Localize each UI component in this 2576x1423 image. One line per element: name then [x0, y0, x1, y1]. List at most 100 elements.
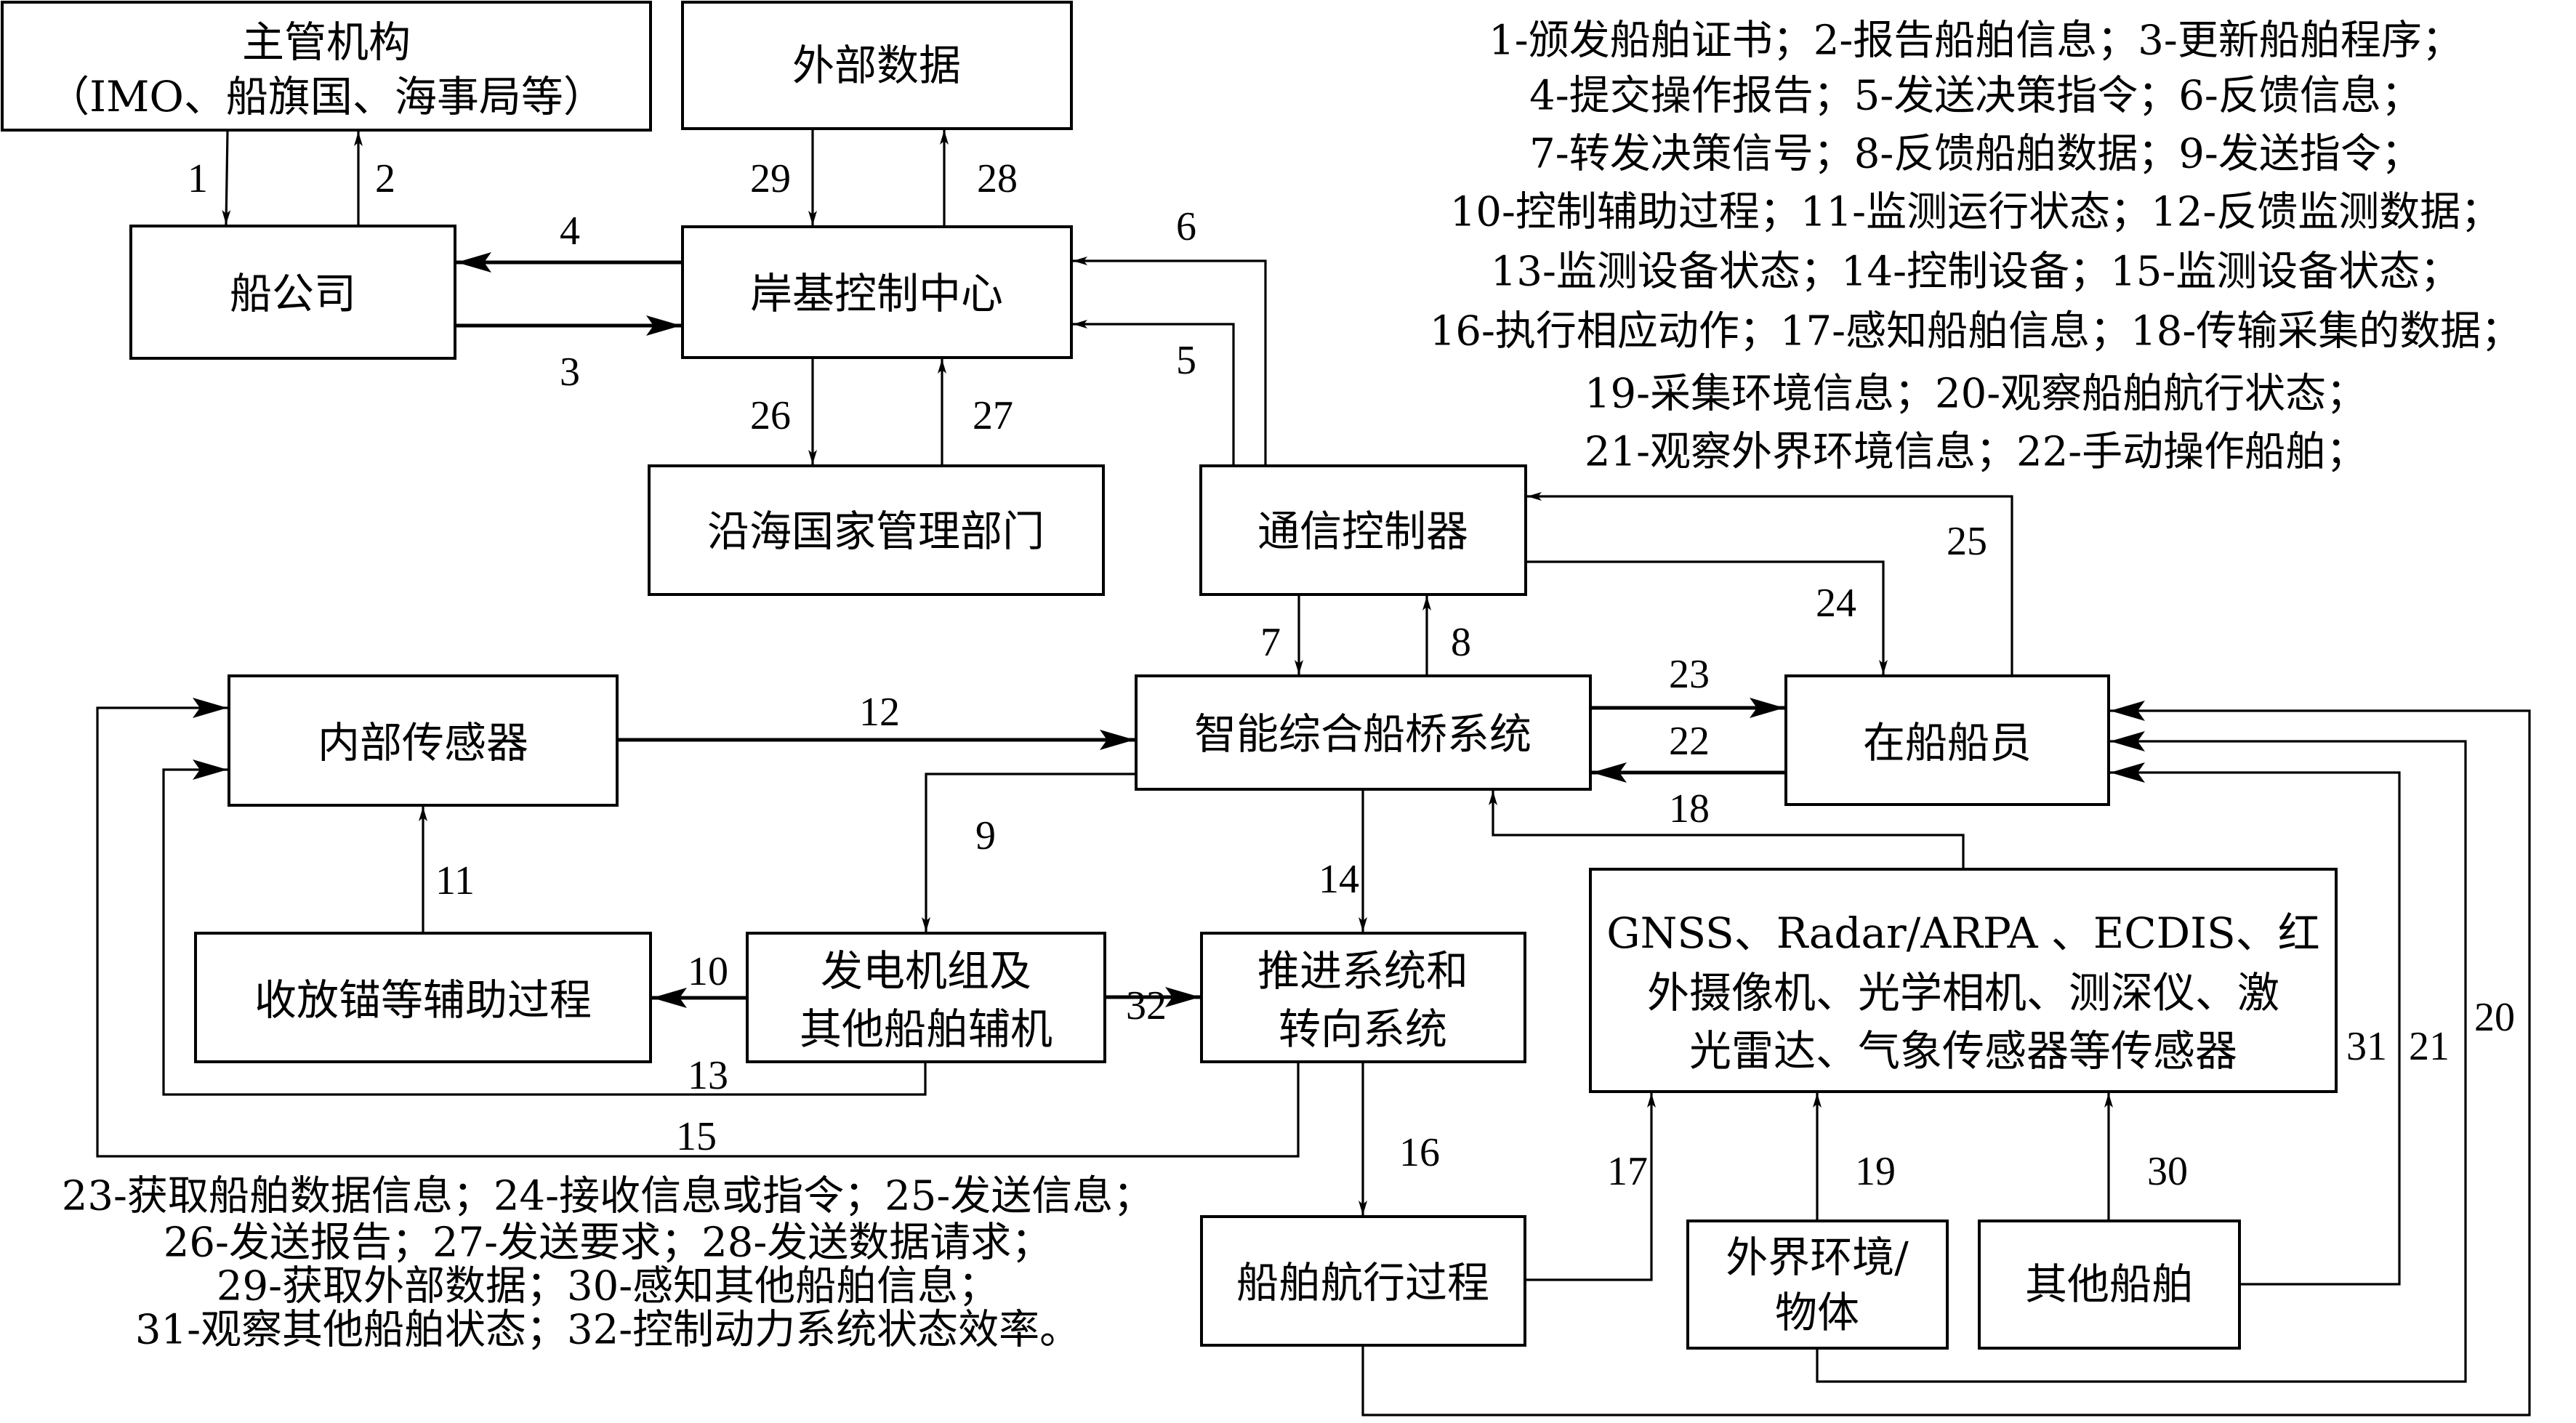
box-environment-line1: 外界环境/	[1726, 1233, 1909, 1282]
box-propulsion-line2: 转向系统	[1279, 1004, 1447, 1054]
legend-top-line: 4-提交操作报告；5-发送决策指令；6-反馈信息；	[1529, 73, 2422, 120]
box-sensors-line3: 光雷达、气象传感器等传感器	[1689, 1026, 2237, 1076]
box-coastal-admin-label: 沿海国家管理部门	[707, 507, 1045, 556]
flow-label-15: 15	[676, 1114, 717, 1159]
box-authority: 主管机构 （IMO、船旗国、海事局等）	[1, 1, 652, 132]
box-environment-line2: 物体	[1775, 1288, 1859, 1337]
box-generator-line1: 发电机组及	[821, 946, 1031, 996]
flow-label-31: 31	[2346, 1024, 2387, 1069]
box-external-data-label: 外部数据	[792, 41, 961, 90]
legend-bottom-line: 26-发送报告；27-发送要求；28-发送数据请求；	[164, 1220, 1052, 1267]
box-external-data: 外部数据	[681, 1, 1073, 130]
box-internal-sensors-label: 内部传感器	[318, 718, 528, 767]
flow-label-25: 25	[1947, 519, 1987, 564]
box-sensors-line1: GNSS、Radar/ARPA 、ECDIS、红	[1606, 908, 2320, 958]
arrow-21	[1816, 731, 2467, 1383]
legend-top-line: 13-监测设备状态；14-控制设备；15-监测设备状态；	[1491, 249, 2461, 296]
flow-label-27: 27	[973, 393, 1013, 438]
flow-label-22: 22	[1669, 719, 1710, 764]
legend-bottom-line: 31-观察其他船舶状态；32-控制动力系统状态效率。	[135, 1307, 1080, 1354]
box-shore-control-center-label: 岸基控制中心	[750, 269, 1003, 318]
flow-label-7: 7	[1260, 620, 1281, 665]
flow-label-21: 21	[2409, 1024, 2450, 1069]
flow-label-3: 3	[560, 350, 580, 395]
legend-top-line: 10-控制辅助过程；11-监测运行状态；12-反馈监测数据；	[1450, 189, 2502, 236]
box-bridge-system-label: 智能综合船桥系统	[1194, 709, 1531, 759]
box-aux-process: 收放锚等辅助过程	[194, 932, 652, 1063]
arrow-1	[222, 131, 231, 225]
box-internal-sensors: 内部传感器	[228, 674, 619, 807]
box-authority-title: 主管机构	[242, 17, 411, 67]
flow-label-10: 10	[688, 949, 728, 994]
box-aux-process-label: 收放锚等辅助过程	[254, 975, 592, 1025]
flow-labels: 1 2 4 3 29 28 26 27 6 5 7 8 25 24 23 22 …	[188, 156, 2515, 1194]
flow-label-4: 4	[560, 209, 580, 254]
box-coastal-admin: 沿海国家管理部门	[648, 464, 1105, 596]
box-navigation-process-label: 船舶航行过程	[1236, 1258, 1489, 1307]
flow-label-11: 11	[435, 858, 475, 903]
arrow-25	[1527, 492, 2013, 676]
legend-bottom-line: 23-获取船舶数据信息；24-接收信息或指令；25-发送信息；	[62, 1173, 1154, 1220]
box-ship-company-label: 船公司	[230, 269, 356, 318]
box-crew-label: 在船船员	[1863, 718, 2032, 767]
legend-bottom: 23-获取船舶数据信息；24-接收信息或指令；25-发送信息； 26-发送报告；…	[62, 1173, 1154, 1354]
flow-label-14: 14	[1319, 857, 1359, 902]
box-comm-controller-label: 通信控制器	[1257, 507, 1468, 556]
arrows	[96, 129, 2531, 1416]
box-generator: 发电机组及 其他船舶辅机	[746, 932, 1106, 1063]
arrow-24	[1526, 560, 1888, 674]
flow-label-2: 2	[375, 156, 395, 201]
arrow-20	[1361, 701, 2531, 1416]
flow-label-18: 18	[1669, 786, 1710, 831]
box-generator-line2: 其他船舶辅机	[800, 1004, 1052, 1054]
box-other-ships-label: 其他船舶	[2025, 1259, 2194, 1309]
arrow-31	[2110, 762, 2401, 1286]
arrow-5	[1073, 320, 1235, 466]
flow-label-28: 28	[977, 156, 1018, 201]
box-propulsion: 推进系统和 转向系统	[1200, 932, 1526, 1063]
flow-label-13: 13	[688, 1053, 728, 1098]
legend-top-line: 7-转发决策信号；8-反馈船舶数据；9-发送指令；	[1529, 131, 2422, 178]
box-environment: 外界环境/ 物体	[1686, 1220, 1949, 1350]
legend-top: 1-颁发船舶证书；2-报告船舶信息；3-更新船舶程序； 4-提交操作报告；5-发…	[1430, 17, 2522, 476]
flow-label-26: 26	[750, 393, 791, 438]
box-bridge-system: 智能综合船桥系统	[1135, 674, 1592, 791]
flow-label-32: 32	[1126, 983, 1167, 1028]
legend-top-line: 21-观察外界环境信息；22-手动操作船舶；	[1585, 429, 2367, 476]
flow-label-12: 12	[859, 690, 900, 735]
flow-label-24: 24	[1816, 581, 1856, 626]
arrow-13	[162, 759, 927, 1096]
flow-label-17: 17	[1607, 1149, 1648, 1194]
legend-bottom-line: 29-获取外部数据；30-感知其他船舶信息；	[217, 1263, 999, 1310]
box-propulsion-line1: 推进系统和	[1257, 946, 1468, 996]
flow-label-8: 8	[1451, 620, 1471, 665]
box-crew: 在船船员	[1784, 674, 2110, 806]
legend-top-line: 16-执行相应动作；17-感知船舶信息；18-传输采集的数据；	[1430, 308, 2522, 355]
flow-label-29: 29	[750, 156, 791, 201]
box-other-ships: 其他船舶	[1978, 1220, 2241, 1350]
flow-label-9: 9	[975, 813, 996, 858]
arrow-18	[1489, 791, 1965, 869]
arrow-9	[922, 773, 1136, 932]
box-comm-controller: 通信控制器	[1199, 464, 1527, 596]
flow-label-19: 19	[1855, 1149, 1896, 1194]
arrow-15	[96, 698, 1300, 1158]
box-navigation-process: 船舶航行过程	[1200, 1215, 1526, 1347]
box-sensors: GNSS、Radar/ARPA 、ECDIS、红 外摄像机、光学相机、测深仪、激…	[1589, 868, 2338, 1093]
flow-label-23: 23	[1669, 652, 1710, 697]
box-authority-subtitle: （IMO、船旗国、海事局等）	[47, 72, 605, 121]
legend-top-line: 1-颁发船舶证书；2-报告船舶信息；3-更新船舶程序；	[1489, 17, 2463, 65]
arrow-6	[1073, 257, 1267, 466]
flow-label-20: 20	[2474, 995, 2515, 1040]
flow-label-6: 6	[1176, 204, 1196, 249]
box-ship-company: 船公司	[129, 225, 456, 360]
flow-label-30: 30	[2147, 1149, 2188, 1194]
legend-top-line: 19-采集环境信息；20-观察船舶航行状态；	[1585, 371, 2367, 418]
arrow-17	[1525, 1093, 1656, 1281]
box-sensors-line2: 外摄像机、光学相机、测深仪、激	[1647, 968, 2279, 1017]
flow-label-1: 1	[188, 156, 208, 201]
box-shore-control-center: 岸基控制中心	[681, 225, 1073, 359]
flow-label-5: 5	[1176, 338, 1196, 383]
flow-label-16: 16	[1399, 1130, 1440, 1175]
